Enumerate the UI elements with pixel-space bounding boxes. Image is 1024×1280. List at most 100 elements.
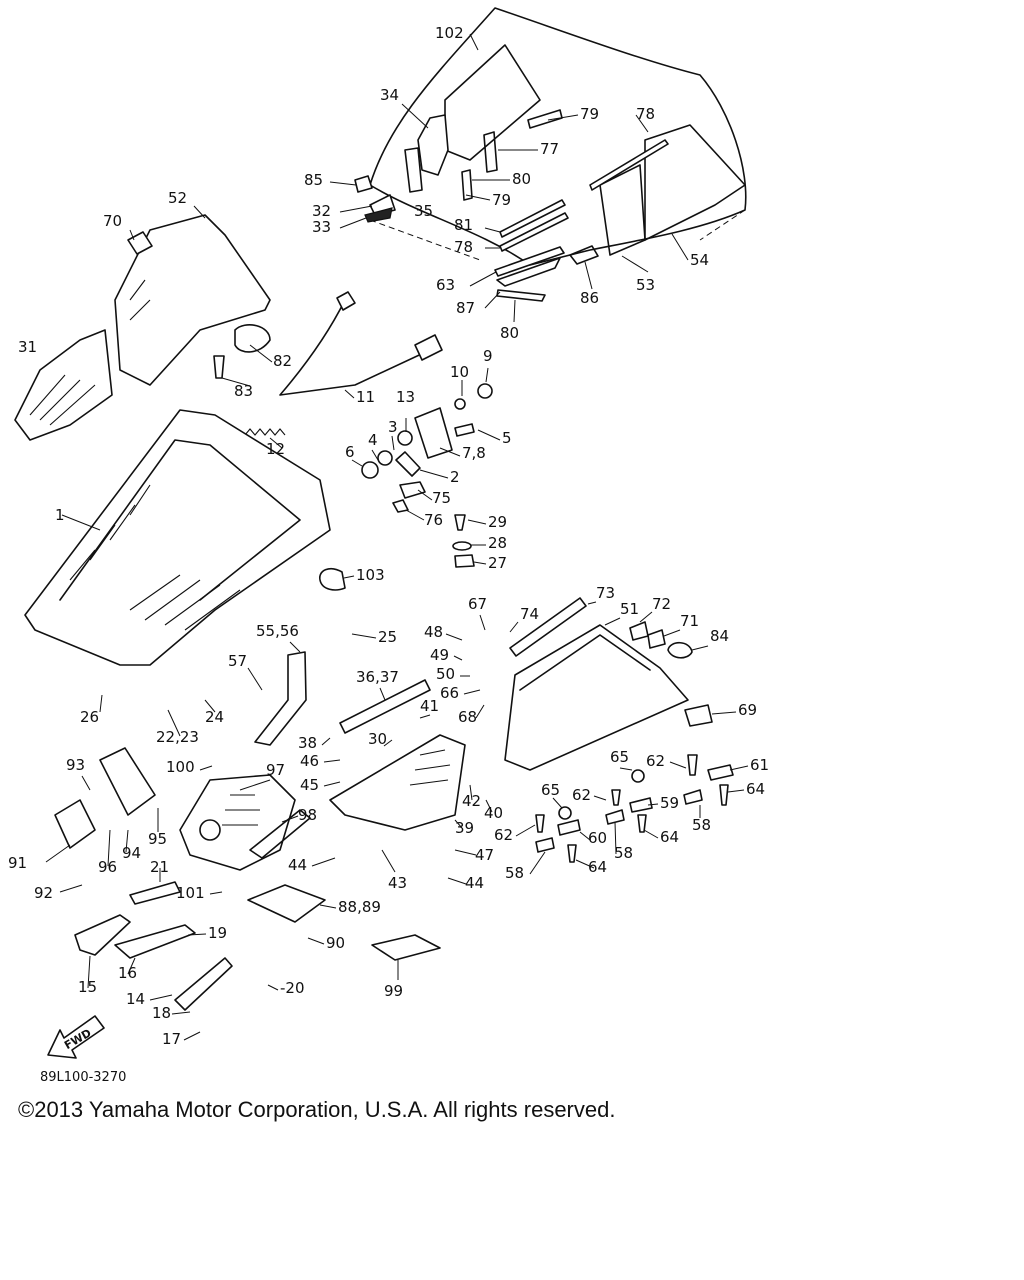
bracket-part-15 bbox=[74, 914, 131, 956]
callout-10: 10 bbox=[450, 363, 469, 381]
callout-58: 58 bbox=[614, 844, 633, 862]
callout-34: 34 bbox=[380, 86, 399, 104]
callout-2: 2 bbox=[450, 468, 460, 486]
callout-45: 45 bbox=[300, 776, 319, 794]
decal-part-54 bbox=[644, 124, 746, 241]
latch-part-69 bbox=[684, 704, 713, 727]
fwd-arrow: FWD bbox=[47, 1015, 105, 1059]
callout-47: 47 bbox=[475, 846, 494, 864]
callout-79: 79 bbox=[580, 105, 599, 123]
callout-35: 35 bbox=[414, 202, 433, 220]
callout-5: 5 bbox=[502, 429, 512, 447]
callout-39: 39 bbox=[455, 819, 474, 837]
callout-27: 27 bbox=[488, 554, 507, 572]
callout-11: 11 bbox=[356, 388, 375, 406]
callout-78: 78 bbox=[636, 105, 655, 123]
callout-81: 81 bbox=[454, 216, 473, 234]
callout-46: 46 bbox=[300, 752, 319, 770]
drawing-code: 89L100-3270 bbox=[40, 1070, 127, 1085]
callout-28: 28 bbox=[488, 534, 507, 552]
callout-33: 33 bbox=[312, 218, 331, 236]
callout-36-37: 36,37 bbox=[356, 668, 399, 686]
callout-31: 31 bbox=[18, 338, 37, 356]
side-panel-group bbox=[14, 214, 271, 441]
callout-84: 84 bbox=[710, 627, 729, 645]
callout-67: 67 bbox=[468, 595, 487, 613]
callout-53: 53 bbox=[636, 276, 655, 294]
callout-62: 62 bbox=[646, 752, 665, 770]
cap-part-84 bbox=[667, 641, 693, 659]
callout-59: 59 bbox=[660, 794, 679, 812]
callout-1: 1 bbox=[55, 506, 65, 524]
windshield-part-102 bbox=[369, 7, 747, 266]
callout-80: 80 bbox=[512, 170, 531, 188]
callout-38: 38 bbox=[298, 734, 317, 752]
pad-part-77 bbox=[483, 131, 498, 173]
callout-76: 76 bbox=[424, 511, 443, 529]
callout-95: 95 bbox=[148, 830, 167, 848]
cap-part-72 bbox=[629, 621, 649, 641]
callout-75: 75 bbox=[432, 489, 451, 507]
leader-lines bbox=[45, 33, 749, 1041]
callout-64: 64 bbox=[588, 858, 607, 876]
callout-90: 90 bbox=[326, 934, 345, 952]
callout-96: 96 bbox=[98, 858, 117, 876]
callout-29: 29 bbox=[488, 513, 507, 531]
callout-44: 44 bbox=[465, 874, 484, 892]
callout-14: 14 bbox=[126, 990, 145, 1008]
windshield-group bbox=[354, 7, 747, 302]
callout-94: 94 bbox=[122, 844, 141, 862]
panel-part-97 bbox=[179, 774, 296, 871]
bracket-part-78-plate bbox=[414, 407, 453, 459]
callout-40: 40 bbox=[484, 804, 503, 822]
hardware-group bbox=[361, 383, 493, 568]
callout-58: 58 bbox=[692, 816, 711, 834]
callout-99: 99 bbox=[384, 982, 403, 1000]
side-panel-part-31 bbox=[14, 329, 113, 441]
bracket-part-98 bbox=[249, 809, 311, 859]
callout-19: 19 bbox=[208, 924, 227, 942]
callout-82: 82 bbox=[273, 352, 292, 370]
mirror-part-33 bbox=[364, 207, 393, 223]
cap-part-71 bbox=[647, 629, 666, 649]
pad-part-87 bbox=[496, 257, 561, 287]
callout-labels: 102 34 79 78 77 85 80 79 32 35 33 81 78 … bbox=[8, 24, 769, 1048]
bracket-part-16 bbox=[114, 924, 196, 959]
hood-group bbox=[24, 291, 443, 666]
decal-part-53 bbox=[599, 164, 646, 256]
arm-part-5556 bbox=[254, 651, 307, 746]
callout-80: 80 bbox=[500, 324, 519, 342]
cable-part-11 bbox=[279, 299, 431, 396]
callout-22-23: 22,23 bbox=[156, 728, 199, 746]
strip-part-78a bbox=[589, 139, 669, 191]
callout-42: 42 bbox=[462, 792, 481, 810]
callout-101: 101 bbox=[176, 884, 205, 902]
callout-78: 78 bbox=[454, 238, 473, 256]
windshield-inner-panel bbox=[444, 44, 541, 161]
callout-13: 13 bbox=[396, 388, 415, 406]
copyright-notice: ©2013 Yamaha Motor Corporation, U.S.A. A… bbox=[18, 1097, 616, 1122]
callout-15: 15 bbox=[78, 978, 97, 996]
callout-97: 97 bbox=[266, 761, 285, 779]
label-part-99 bbox=[371, 934, 441, 961]
callout-61: 61 bbox=[750, 756, 769, 774]
callout-60: 60 bbox=[588, 829, 607, 847]
clip-part-85 bbox=[354, 175, 373, 193]
tray-part-8889 bbox=[247, 884, 326, 923]
callout-43: 43 bbox=[388, 874, 407, 892]
rod-part-3637 bbox=[339, 679, 431, 734]
bracket-part-14 bbox=[174, 957, 233, 1011]
screw-part-83 bbox=[213, 355, 225, 379]
callout-49: 49 bbox=[430, 646, 449, 664]
callout-74: 74 bbox=[520, 605, 539, 623]
callout-64: 64 bbox=[746, 780, 765, 798]
callout-18: 18 bbox=[152, 1004, 171, 1022]
callout-7-8: 7,8 bbox=[462, 444, 486, 462]
callout-68: 68 bbox=[458, 708, 477, 726]
spring-part-12 bbox=[244, 428, 286, 436]
callout-9: 9 bbox=[483, 347, 493, 365]
callout-44: 44 bbox=[288, 856, 307, 874]
callout-70: 70 bbox=[103, 212, 122, 230]
callout-3: 3 bbox=[388, 418, 398, 436]
callout-51: 51 bbox=[620, 600, 639, 618]
